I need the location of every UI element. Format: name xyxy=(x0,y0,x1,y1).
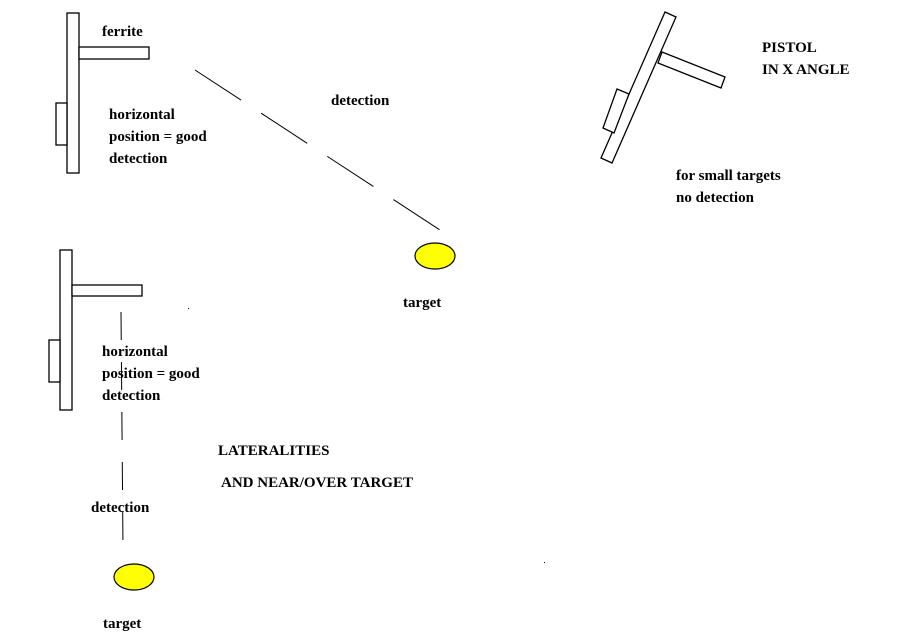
pinpointer-top-left xyxy=(55,12,150,174)
speck xyxy=(188,308,189,309)
horizontal-position-label-1: horizontal position = good detection xyxy=(109,107,207,167)
pinpointer-handle-2 xyxy=(48,339,61,383)
ferrite-rod-2 xyxy=(71,284,143,297)
detection-label-1: detection xyxy=(331,93,390,109)
small-targets-label: for small targets no detection xyxy=(676,168,781,206)
detection-beam-vertical xyxy=(120,311,124,549)
horizontal-position-label-2: horizontal position = good detection xyxy=(102,344,200,404)
pinpointer-handle-angled xyxy=(602,88,630,134)
target-label-1: target xyxy=(403,295,442,311)
ferrite-rod xyxy=(78,46,150,60)
pinpointer-body xyxy=(66,12,80,174)
target-label-2: target xyxy=(103,616,142,632)
target-2-ellipse xyxy=(113,563,155,591)
pistol-x-angle-label: PISTOL IN X ANGLE xyxy=(762,40,850,78)
ferrite-rod-angled xyxy=(657,51,726,89)
pinpointer-handle xyxy=(55,102,68,146)
near-over-target-label: AND NEAR/OVER TARGET xyxy=(221,475,413,491)
ferrite-label: ferrite xyxy=(102,24,143,40)
target-1-ellipse xyxy=(414,242,456,270)
detection-beam-diagonal xyxy=(194,69,441,231)
detection-label-2: detection xyxy=(91,500,150,516)
pinpointer-lower-left xyxy=(48,249,143,411)
speck xyxy=(544,562,545,563)
pinpointer-body-angled xyxy=(600,11,677,164)
lateralities-label: LATERALITIES xyxy=(218,443,330,459)
pinpointer-x-angle xyxy=(600,11,726,164)
pinpointer-body-2 xyxy=(59,249,73,411)
